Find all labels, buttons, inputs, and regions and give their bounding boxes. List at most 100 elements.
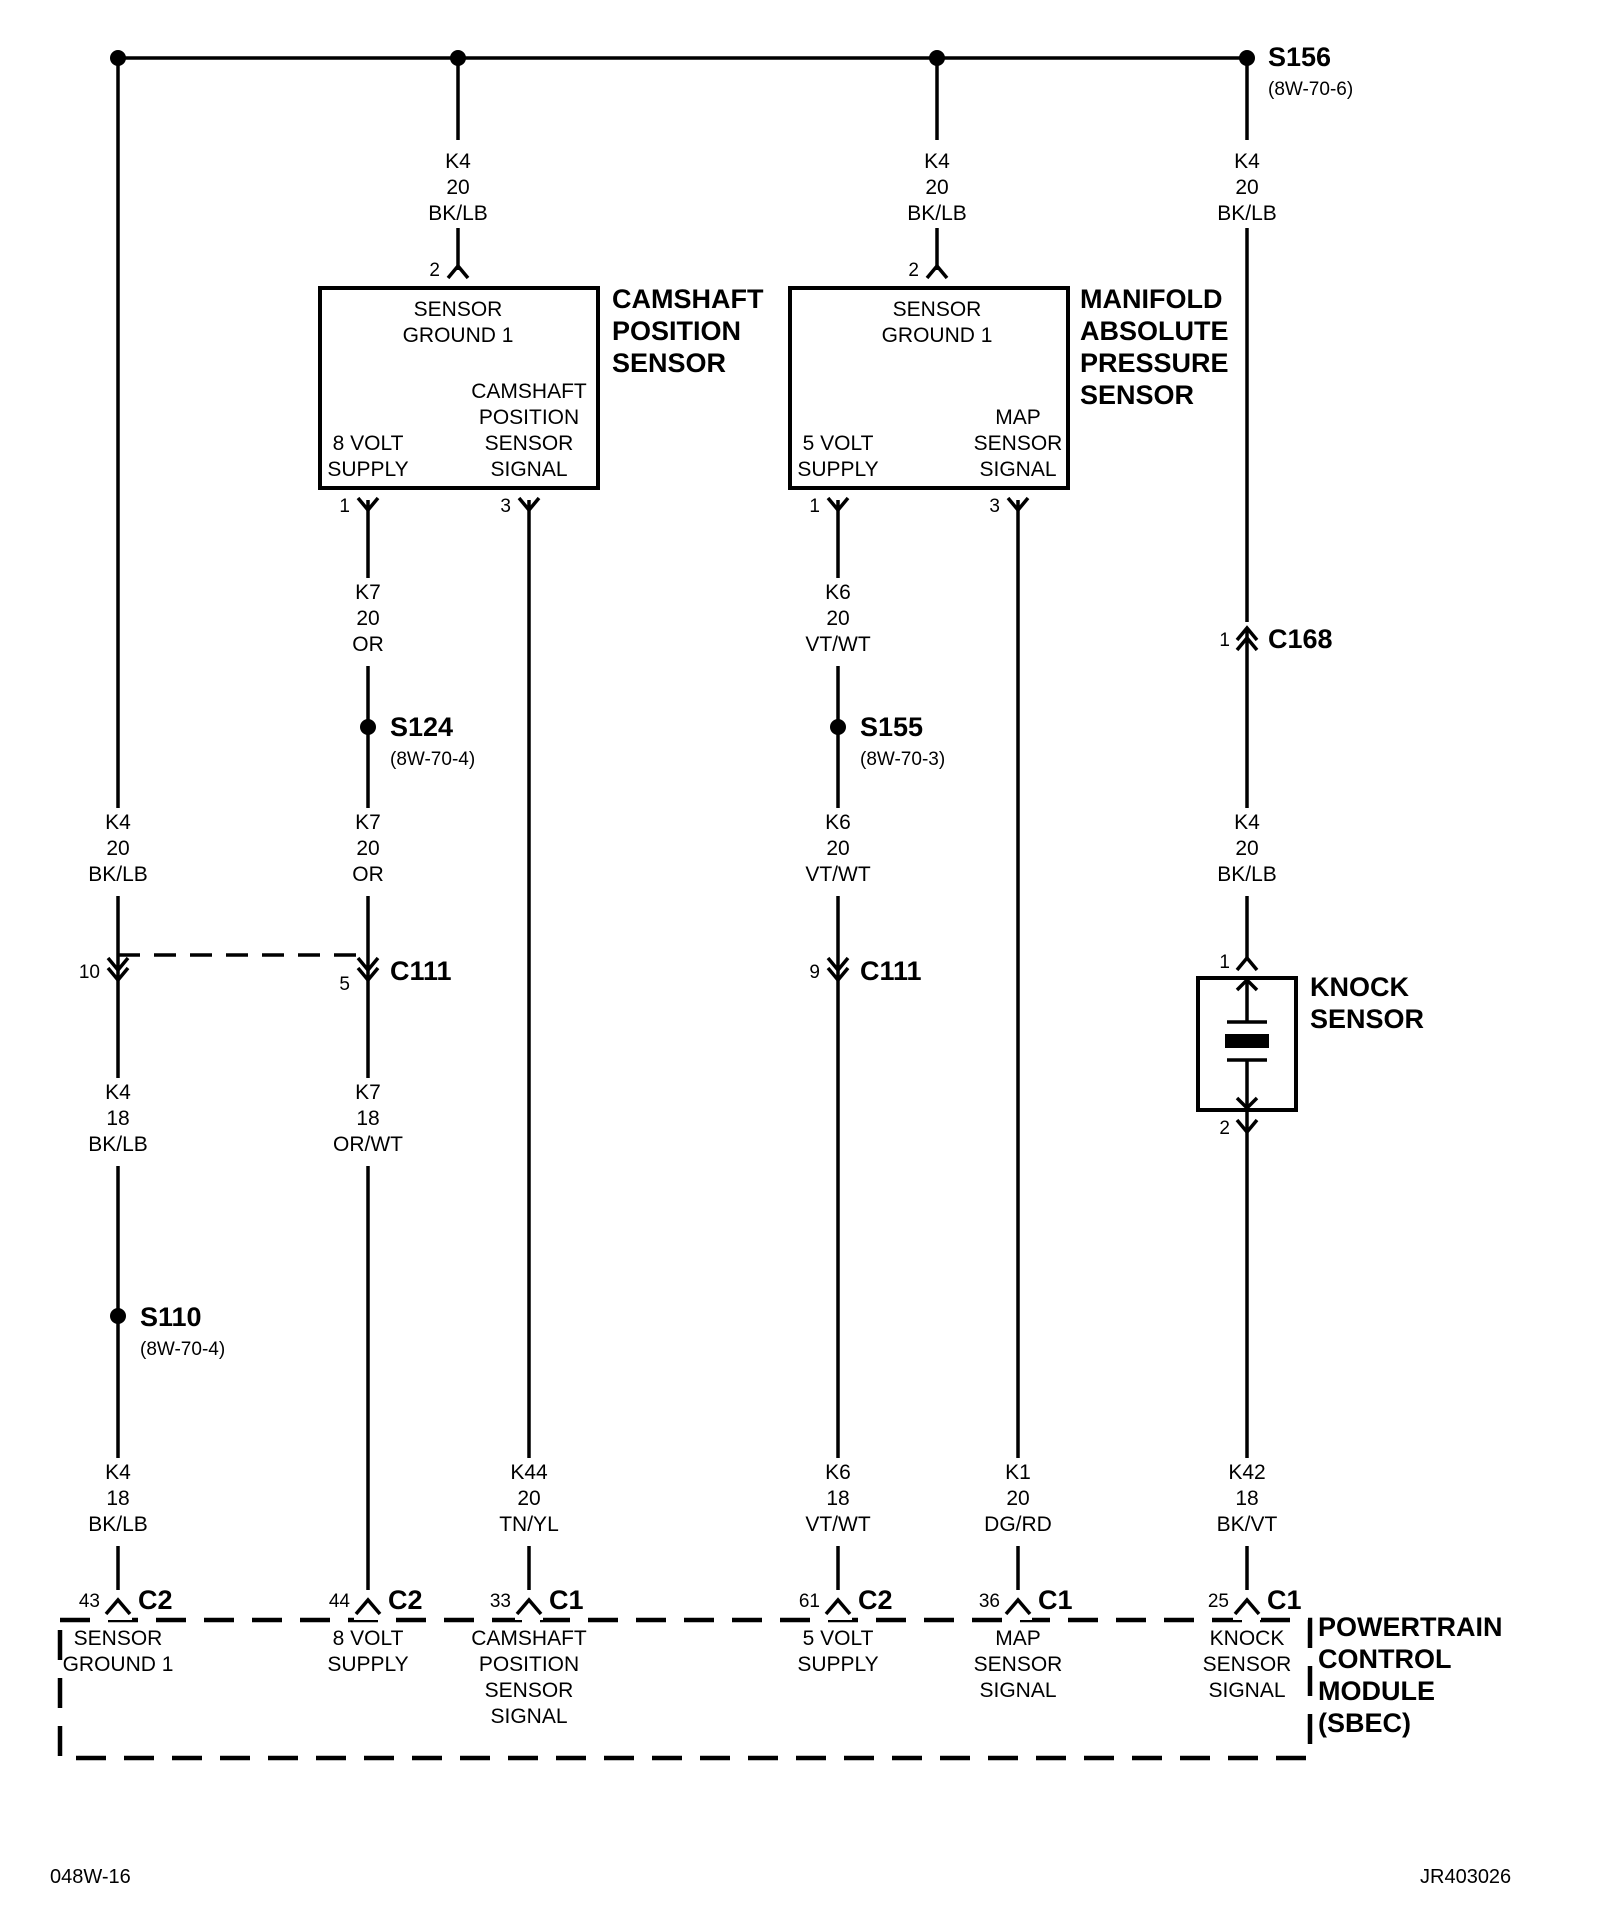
wire-label-color: VT/WT xyxy=(805,1513,870,1536)
c168-label: C168 xyxy=(1268,624,1333,654)
pcm-terminal-label: SUPPLY xyxy=(327,1653,408,1676)
map-ground-label: GROUND 1 xyxy=(882,324,993,347)
wire-label-color: DG/RD xyxy=(984,1513,1052,1536)
s155-label: S155 xyxy=(860,712,923,742)
connector-pin-icon xyxy=(517,496,541,513)
connector-pin-icon xyxy=(356,966,380,983)
pcm-terminal-label: SENSOR xyxy=(974,1653,1063,1676)
wire-label-gauge: 20 xyxy=(356,607,379,630)
pcm-terminal-label: SENSOR xyxy=(485,1679,574,1702)
map-sensor-box xyxy=(788,286,1070,490)
map-ground-label: SENSOR xyxy=(893,298,982,321)
connector-pin-icon xyxy=(1233,1597,1261,1616)
map-signal-label: MAP xyxy=(995,406,1041,429)
map-title: ABSOLUTE xyxy=(1080,316,1229,346)
wire-label-circuit: K42 xyxy=(1228,1461,1265,1484)
map-signal-label: SENSOR xyxy=(974,432,1063,455)
wire-label-color: OR xyxy=(352,633,384,656)
pcm-terminal-label: SIGNAL xyxy=(490,1705,567,1728)
map-pin-3: 3 xyxy=(989,496,1000,517)
pcm-title: CONTROL xyxy=(1318,1644,1451,1674)
knock-title: SENSOR xyxy=(1310,1004,1424,1034)
wire-label-gauge: 18 xyxy=(356,1107,379,1130)
wire-labels: K4 20 BK/LB K4 20 BK/LB K4 20 BK/LB K7 2… xyxy=(88,140,1287,1546)
pcm-conn-c2: C2 xyxy=(388,1585,423,1615)
splice-dot xyxy=(450,50,466,66)
pcm-title: POWERTRAIN xyxy=(1318,1612,1503,1642)
connector-pin-icon xyxy=(104,1597,132,1616)
pcm-terminal-label: SIGNAL xyxy=(1208,1679,1285,1702)
connector-pin-icon xyxy=(106,956,130,973)
wire-label-gauge: 20 xyxy=(925,176,948,199)
pcm-pin-44: 44 xyxy=(329,1591,351,1612)
connector-pin-icon xyxy=(826,496,850,513)
s110-label: S110 xyxy=(140,1302,202,1332)
wire-label-gauge: 20 xyxy=(1235,837,1258,860)
splice-dots xyxy=(110,50,1255,1324)
pcm-title: (SBEC) xyxy=(1318,1708,1411,1738)
powertrain-control-module: 43 C2 SENSOR GROUND 1 44 C2 8 VOLT SUPPL… xyxy=(57,1585,1503,1761)
pcm-pin-61: 61 xyxy=(799,1591,820,1612)
cam-signal-label: POSITION xyxy=(479,406,579,429)
splice-dot-s110 xyxy=(110,1308,126,1324)
wire-label-gauge: 18 xyxy=(106,1487,129,1510)
wire-label-gauge: 20 xyxy=(1235,176,1258,199)
wire-label-gauge: 20 xyxy=(356,837,379,860)
pcm-terminal-label: SIGNAL xyxy=(979,1679,1056,1702)
cam-title: CAMSHAFT xyxy=(612,284,764,314)
cam-title: SENSOR xyxy=(612,348,726,378)
splice-dot-s156 xyxy=(1239,50,1255,66)
c111-label-left: C111 xyxy=(390,956,452,986)
pcm-terminal-label: SENSOR xyxy=(74,1627,163,1650)
wire-label-color: BK/LB xyxy=(907,202,967,225)
connector-pin-icon xyxy=(356,956,380,973)
s110-ref: (8W-70-4) xyxy=(140,1339,225,1360)
c111-pin-5: 5 xyxy=(339,974,350,995)
pcm-terminal-label: SENSOR xyxy=(1203,1653,1292,1676)
cam-signal-label: SIGNAL xyxy=(490,458,567,481)
pcm-terminal-label: 5 VOLT xyxy=(803,1627,874,1650)
map-pin-2: 2 xyxy=(908,260,919,281)
splice-dot xyxy=(929,50,945,66)
connector-pin-icon xyxy=(354,1597,382,1616)
c168-connector: 1 C168 xyxy=(1219,622,1333,656)
splice-labels: S156 (8W-70-6) S124 (8W-70-4) S155 (8W-7… xyxy=(140,42,1353,1360)
s124-ref: (8W-70-4) xyxy=(390,749,475,770)
pcm-terminal-label: KNOCK xyxy=(1210,1627,1285,1650)
wire-label-color: TN/YL xyxy=(499,1513,559,1536)
c111-pin-9: 9 xyxy=(809,962,820,983)
map-supply-label: 5 VOLT xyxy=(803,432,874,455)
pcm-pin-43: 43 xyxy=(79,1591,100,1612)
camshaft-position-sensor: 2 SENSOR GROUND 1 CAMSHAFT POSITION SENS… xyxy=(318,260,764,517)
connector-pin-icon xyxy=(1235,1118,1259,1135)
pcm-box xyxy=(57,1617,1313,1761)
wire-label-gauge: 20 xyxy=(446,176,469,199)
cam-title: POSITION xyxy=(612,316,741,346)
pcm-pin-36: 36 xyxy=(979,1591,1000,1612)
connector-pin-icon xyxy=(925,263,949,280)
wire-label-circuit: K7 xyxy=(355,811,381,834)
connector-pin-icon xyxy=(1006,496,1030,513)
connector-pin-icon xyxy=(446,263,470,280)
wire-label-circuit: K7 xyxy=(355,581,381,604)
pcm-conn-c2: C2 xyxy=(858,1585,893,1615)
map-signal-label: SIGNAL xyxy=(979,458,1056,481)
map-sensor: 2 SENSOR GROUND 1 MAP SENSOR SIGNAL 5 VO… xyxy=(788,260,1229,517)
wire-label-color: BK/LB xyxy=(88,1513,148,1536)
connector-pin-icon xyxy=(826,966,850,983)
wire-label-gauge: 20 xyxy=(826,607,849,630)
pcm-conn-c2: C2 xyxy=(138,1585,173,1615)
cam-supply-label: SUPPLY xyxy=(327,458,408,481)
knock-sensor: 1 2 KNOCK SENSOR xyxy=(1196,952,1424,1139)
camshaft-sensor-box xyxy=(318,286,600,490)
splice-dot-s155 xyxy=(830,719,846,735)
pcm-conn-c1: C1 xyxy=(1038,1585,1073,1615)
wire-label-circuit: K6 xyxy=(825,581,851,604)
wire-label-gauge: 20 xyxy=(1006,1487,1029,1510)
wires xyxy=(116,56,1249,1590)
map-title: MANIFOLD xyxy=(1080,284,1222,314)
connector-pin-icon xyxy=(1235,955,1259,972)
connector-pin-icon xyxy=(826,956,850,973)
